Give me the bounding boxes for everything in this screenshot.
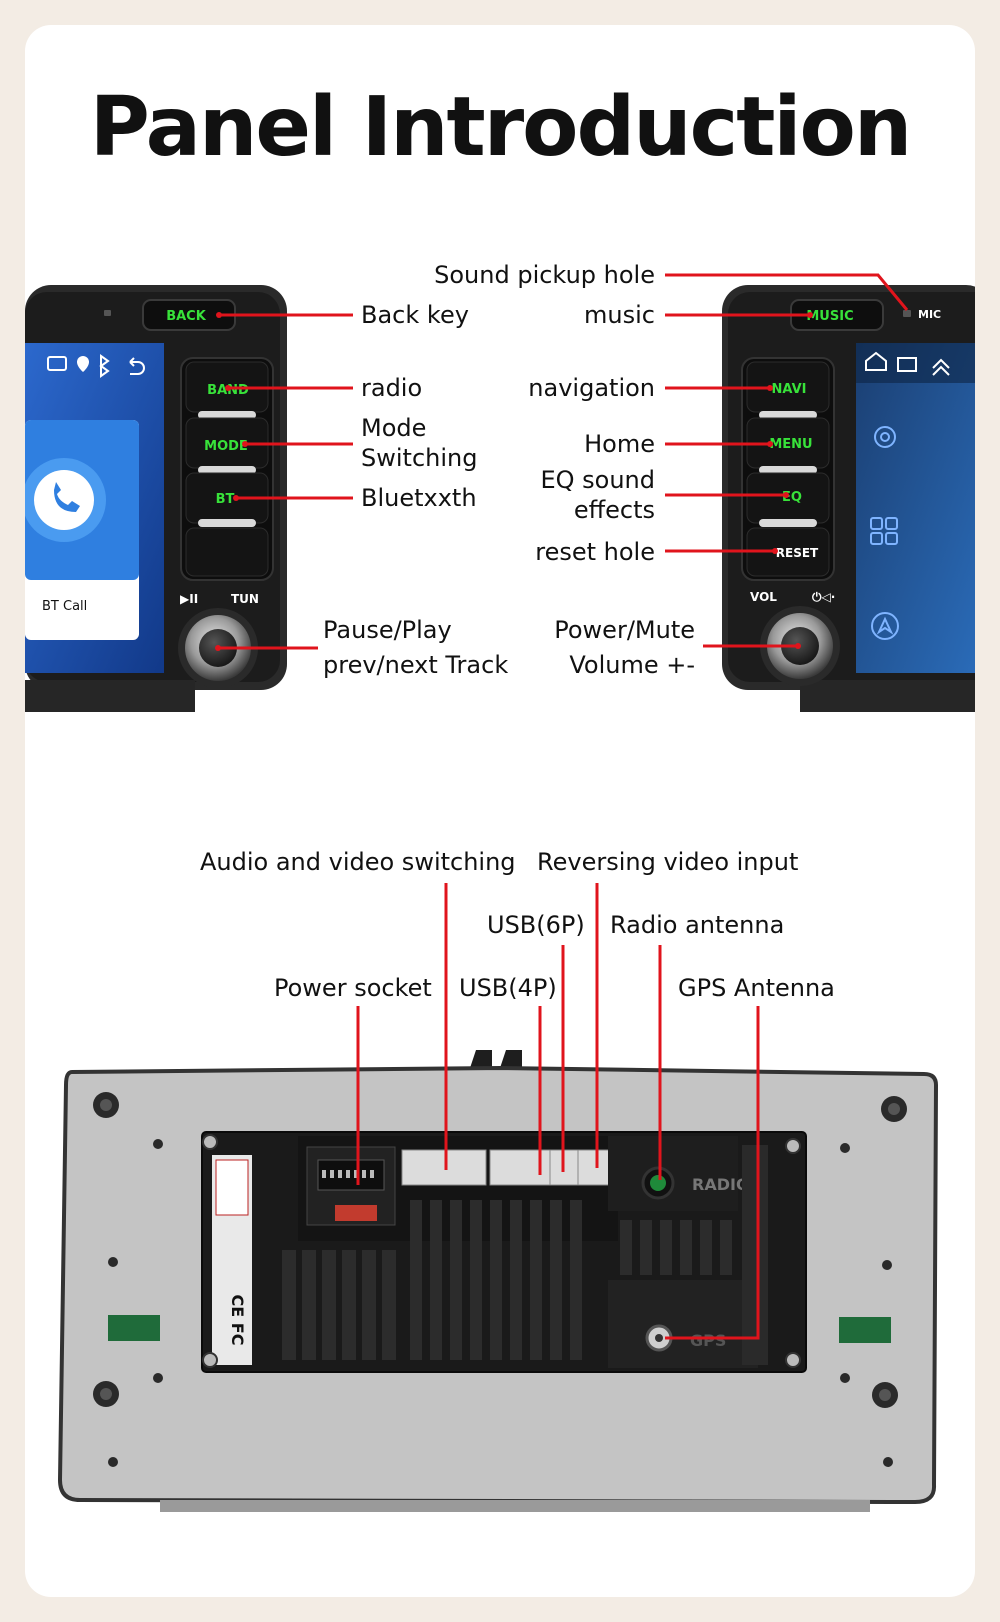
nav-icons — [865, 351, 950, 376]
label-back-key: Back key — [361, 301, 469, 329]
mic-label: MIC — [918, 308, 941, 321]
radio-print: RADIO — [692, 1175, 750, 1194]
eq-button[interactable] — [746, 472, 830, 527]
reset-label: RESET — [776, 546, 819, 560]
label-mode-line1: Mode — [361, 414, 427, 442]
bt-button[interactable] — [185, 472, 269, 527]
mode-button[interactable] — [185, 417, 269, 474]
navi-button[interactable] — [746, 361, 830, 419]
page-title: Panel Introduction — [89, 80, 912, 175]
rear-unit: CE FC — [57, 1050, 939, 1512]
label-usb6p: USB(6P) — [487, 911, 585, 939]
label-bluetooth: Bluetxxth — [361, 484, 477, 512]
mode-button-label: MODE — [204, 439, 248, 454]
navi-button-label: NAVI — [772, 382, 807, 397]
av-connector — [401, 1149, 487, 1186]
back-button-label: BACK — [166, 309, 207, 324]
right-front-panel: MUSIC MIC NAVI MENU EQ RESET VOL ⏻ — [722, 285, 975, 712]
play-pause-symbol: ▶II — [180, 592, 198, 606]
status-icons — [47, 354, 145, 378]
label-pause-play: Pause/Play — [323, 616, 452, 644]
label-power-mute: Power/Mute — [554, 616, 695, 644]
label-radio-antenna: Radio antenna — [610, 911, 785, 939]
label-music: music — [584, 301, 655, 329]
music-button-label: MUSIC — [806, 309, 853, 324]
gps-print: GPS — [690, 1331, 726, 1350]
ce-fc-mark: CE FC — [228, 1295, 247, 1346]
menu-button-label: MENU — [769, 437, 812, 452]
label-mode-line2: Switching — [361, 444, 478, 472]
label-volume: Volume +- — [569, 651, 695, 679]
side-icons — [870, 426, 899, 640]
bt-button-label: BT — [216, 492, 235, 507]
vol-label: VOL — [750, 590, 777, 604]
label-reversing-video: Reversing video input — [537, 848, 799, 876]
label-audio-video: Audio and video switching — [200, 848, 516, 876]
label-power-socket: Power socket — [274, 974, 432, 1002]
label-gps-antenna: GPS Antenna — [678, 974, 835, 1002]
bt-call-label: BT Call — [42, 599, 88, 614]
menu-button[interactable] — [746, 417, 830, 474]
label-sound-pickup: Sound pickup hole — [434, 261, 655, 289]
label-eq-line1: EQ sound — [540, 466, 655, 494]
label-usb4p: USB(4P) — [459, 974, 557, 1002]
label-prev-next: prev/next Track — [323, 651, 509, 679]
power-symbol: ⏻◁· — [812, 590, 835, 604]
leader-lines — [218, 273, 909, 1340]
label-radio: radio — [361, 374, 423, 402]
label-reset: reset hole — [535, 538, 655, 566]
label-eq-line2: effects — [573, 496, 655, 524]
tun-label: TUN — [231, 592, 259, 606]
label-navigation: navigation — [528, 374, 655, 402]
left-front-panel: BACK BAND MODE BT ▶II TUN — [25, 285, 287, 712]
label-home: Home — [584, 430, 655, 458]
